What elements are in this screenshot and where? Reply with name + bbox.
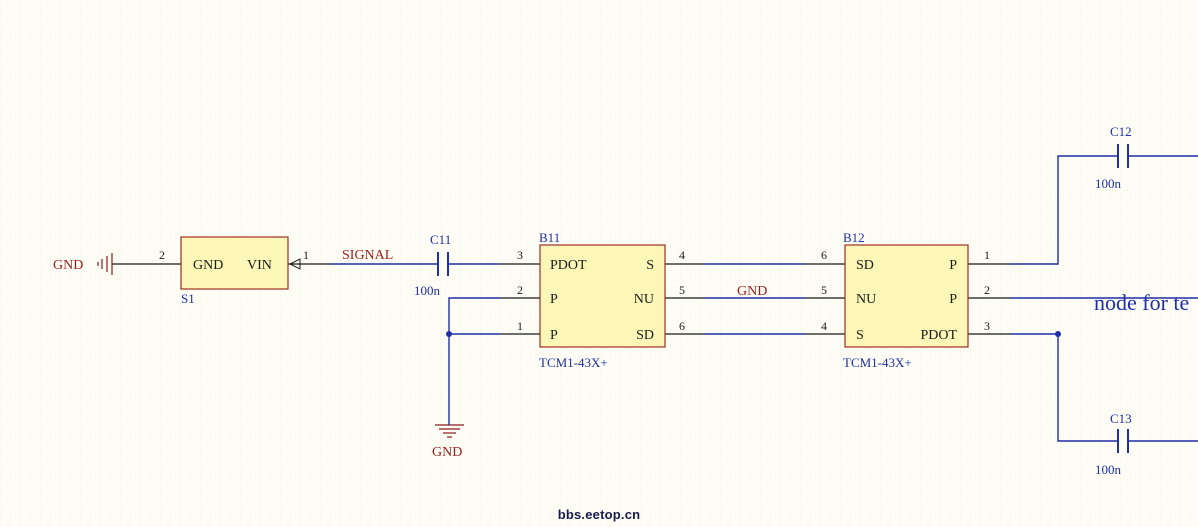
b12-pin-number-6: 6 [821, 248, 827, 262]
b12-pin-label-p1: P [949, 258, 957, 273]
b11-pin-number-3: 3 [517, 248, 523, 262]
b12-body [844, 244, 969, 348]
c13-designator: C13 [1110, 411, 1132, 426]
b12-pin-number-2: 2 [984, 283, 990, 297]
b12-pin-number-4: 4 [821, 319, 827, 333]
component-s1[interactable]: GND VIN 2 1 S1 [159, 236, 309, 306]
c12-designator: C12 [1110, 124, 1132, 139]
b11-pin-label-sd: SD [636, 328, 654, 343]
c11-value: 100n [414, 283, 441, 298]
s1-pin-vin-label: VIN [247, 258, 272, 273]
junction-b12-pin3 [1055, 331, 1061, 337]
wire-b11-pin2-gnd [448, 297, 500, 412]
b11-pin-label-pdot: PDOT [550, 258, 587, 273]
gnd-power-port-bottom: GND [432, 412, 464, 460]
gnd-bottom-label: GND [432, 445, 462, 460]
b12-part-number: TCM1-43X+ [843, 355, 912, 370]
b12-pin-label-p2: P [949, 292, 957, 307]
component-c12[interactable]: C12 100n [1095, 124, 1132, 191]
gnd-left-label: GND [53, 258, 83, 273]
s1-pin1-number: 1 [303, 248, 309, 262]
b12-pin-label-sd: SD [856, 258, 874, 273]
b11-pin-label-p1: P [550, 328, 558, 343]
c13-value: 100n [1095, 462, 1122, 477]
b11-pin-number-2: 2 [517, 283, 523, 297]
b12-pin-number-1: 1 [984, 248, 990, 262]
b11-pin-number-1: 1 [517, 319, 523, 333]
component-c11[interactable]: C11 100n [414, 232, 451, 298]
watermark: bbs.eetop.cn [557, 507, 641, 522]
c12-value: 100n [1095, 176, 1122, 191]
s1-output-arrow-icon [288, 258, 301, 270]
net-label-signal: SIGNAL [342, 248, 393, 263]
pin-lines [112, 263, 1010, 335]
s1-pin-gnd-label: GND [193, 258, 223, 273]
c11-designator: C11 [430, 232, 451, 247]
b11-part-number: TCM1-43X+ [539, 355, 608, 370]
b12-pin-label-pdot: PDOT [920, 328, 957, 343]
junction-b11-gnd [446, 331, 452, 337]
b11-pin-number-4: 4 [679, 248, 685, 262]
b11-pin-number-5: 5 [679, 283, 685, 297]
component-b12[interactable]: B12 TCM1-43X+ SD NU S P P PDOT 6 5 4 1 2… [821, 230, 990, 370]
wires [330, 155, 1198, 442]
wire-b12-pin3-c13 [1010, 333, 1118, 442]
component-b11[interactable]: B11 TCM1-43X+ PDOT P P S NU SD 3 2 1 4 5… [517, 230, 685, 370]
b12-pin-number-3: 3 [984, 319, 990, 333]
s1-pin2-number: 2 [159, 248, 165, 262]
s1-body [180, 236, 289, 290]
wire-b12-pin1-c12 [1010, 155, 1118, 265]
b11-pin-label-s: S [646, 258, 654, 273]
b11-pin-label-nu: NU [634, 292, 654, 307]
note-text: node for te [1094, 290, 1189, 315]
b12-designator: B12 [843, 230, 865, 245]
gnd-power-port-left: GND [53, 253, 113, 275]
b12-pin-label-nu: NU [856, 292, 876, 307]
s1-designator: S1 [181, 291, 195, 306]
b12-pin-number-5: 5 [821, 283, 827, 297]
b11-body [539, 244, 666, 348]
b11-pin-number-6: 6 [679, 319, 685, 333]
b11-pin-label-p2: P [550, 292, 558, 307]
b11-designator: B11 [539, 230, 560, 245]
net-label-gnd-mid: GND [737, 284, 767, 299]
b12-pin-label-s: S [856, 328, 864, 343]
component-c13[interactable]: C13 100n [1095, 411, 1132, 477]
